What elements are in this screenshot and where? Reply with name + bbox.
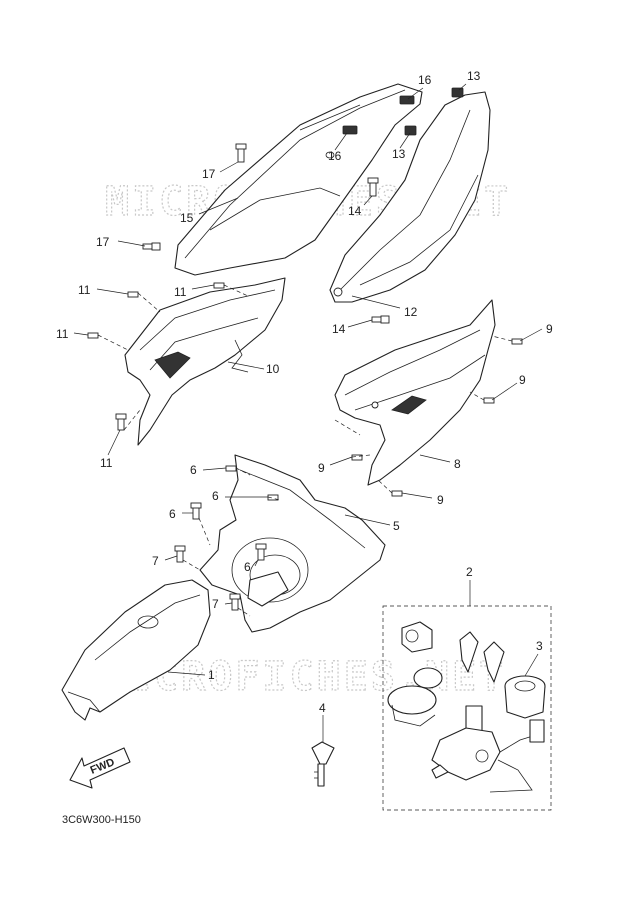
clip-16-a <box>399 95 415 105</box>
callout-7-b: 7 <box>212 597 219 611</box>
callout-4: 4 <box>319 701 326 715</box>
callout-9-c: 9 <box>318 461 325 475</box>
callout-7-a: 7 <box>152 554 159 568</box>
callout-11-a: 11 <box>78 283 91 297</box>
callout-12: 12 <box>404 305 418 319</box>
screw-14-b <box>371 315 390 324</box>
screw-11-b <box>213 282 225 289</box>
part-5-inner-panel <box>199 454 386 633</box>
screw-7-b <box>229 593 241 611</box>
callout-11-d: 11 <box>100 456 113 470</box>
screw-9-a <box>511 338 523 345</box>
callout-16-mid: 16 <box>328 149 342 163</box>
part-12-side-cover-upper-right <box>329 91 491 303</box>
callout-11-b: 11 <box>174 285 187 299</box>
callout-15: 15 <box>180 211 194 225</box>
screw-17-a <box>235 143 247 163</box>
screw-9-b <box>483 397 495 404</box>
callout-5: 5 <box>393 519 400 533</box>
callout-3: 3 <box>536 639 543 653</box>
screw-11-a <box>127 291 139 298</box>
callout-17-left: 17 <box>96 235 110 249</box>
callout-6-d: 6 <box>244 560 251 574</box>
callout-14-top: 14 <box>348 204 362 218</box>
part-3-cylinder <box>504 675 546 719</box>
callout-11-c: 11 <box>56 327 69 341</box>
screw-6-b <box>267 494 279 501</box>
fwd-arrow-icon: FWD <box>69 747 131 789</box>
callout-6-a: 6 <box>190 463 197 477</box>
callout-9-a: 9 <box>546 322 553 336</box>
part-1-center-cover <box>61 579 211 721</box>
callout-10: 10 <box>266 362 280 376</box>
callout-17-top: 17 <box>202 167 216 181</box>
screw-17-b <box>142 242 161 251</box>
part-2-main-switch-kit <box>382 605 552 811</box>
screw-6-c <box>190 502 202 520</box>
screw-6-a <box>225 465 237 472</box>
part-10-side-cover-left <box>124 277 286 446</box>
callout-13-mid: 13 <box>392 147 406 161</box>
callout-9-d: 9 <box>437 493 444 507</box>
callout-16-top: 16 <box>418 73 432 87</box>
clip-13-a <box>451 87 464 98</box>
callout-8: 8 <box>454 457 461 471</box>
callouts: 16 16 13 13 17 17 15 14 14 12 11 11 11 1… <box>56 69 553 715</box>
callout-6-b: 6 <box>212 489 219 503</box>
screw-11-d <box>115 413 127 431</box>
callout-6-c: 6 <box>169 507 176 521</box>
clip-13-b <box>404 125 417 136</box>
leader-lines <box>73 83 543 742</box>
callout-14-bottom: 14 <box>332 322 346 336</box>
screw-11-c <box>87 332 99 339</box>
callout-13-top: 13 <box>467 69 481 83</box>
clip-16-b <box>342 125 358 135</box>
part-4-key <box>311 741 335 787</box>
screw-7-a <box>174 545 186 563</box>
callout-9-b: 9 <box>519 373 526 387</box>
figure-code: 3C6W300-H150 <box>62 814 141 826</box>
screw-6-d <box>255 543 267 561</box>
part-15-side-cover-upper-left <box>174 83 423 276</box>
screw-9-c <box>351 454 363 461</box>
screw-14-a <box>367 177 379 197</box>
screw-9-d <box>391 490 403 497</box>
callout-1: 1 <box>208 668 215 682</box>
callout-2: 2 <box>466 565 473 579</box>
part-8-side-cover-right <box>334 299 496 486</box>
